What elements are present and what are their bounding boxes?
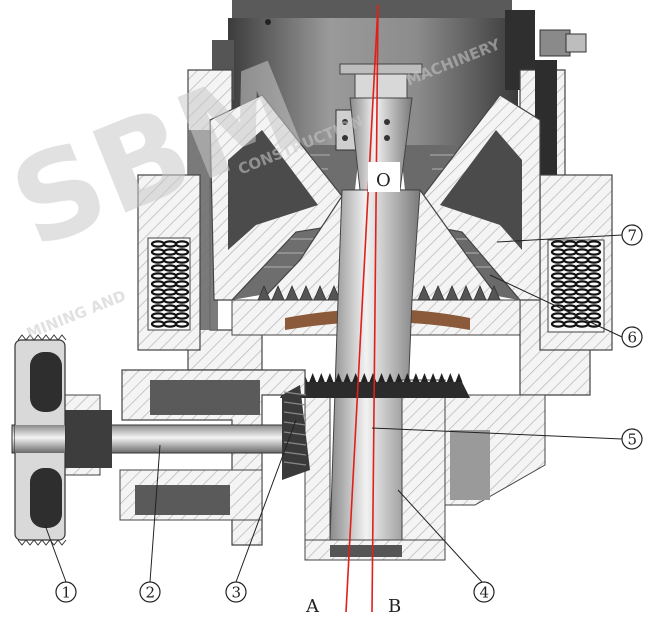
bowl-liner [209,94,541,301]
callout-6: 6 [621,326,643,348]
center-mark-box [368,162,400,192]
callout-4: 4 [473,581,495,603]
callout-2-label: 2 [146,584,156,602]
center-mark-o: O [376,170,391,191]
callout-3-label: 3 [232,584,242,602]
callout-5: 5 [621,428,643,450]
drive-pulley [14,334,67,546]
watermark-tagline-left: MINING AND [24,287,128,343]
axis-label-a: A [305,596,320,617]
spring-coils-left [150,240,190,328]
callout-1-label: 1 [62,584,72,602]
axis-line-b [371,4,379,613]
lower-frame [119,369,306,546]
spring-coils-right [550,240,602,328]
leader-lines [44,234,623,583]
callout-3: 3 [225,581,247,603]
callout-4-label: 4 [480,584,490,602]
callout-1: 1 [55,581,77,603]
pulley-grooves [17,334,67,546]
eccentric-bushing [304,379,546,561]
callout-2: 2 [139,581,161,603]
callout-7: 7 [621,224,643,246]
callout-7-label: 7 [628,227,638,245]
callout-5-label: 5 [628,431,638,449]
axis-label-b: B [388,596,401,617]
callout-6-label: 6 [628,329,638,347]
mantle-ribs [257,284,501,301]
axis-line-a [345,4,379,613]
